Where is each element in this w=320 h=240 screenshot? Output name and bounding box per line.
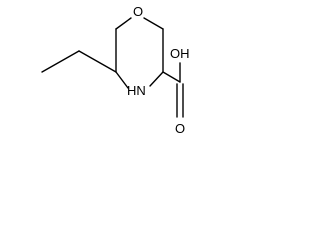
bond-n4-c3	[115, 71, 129, 89]
bond-c5-n4	[149, 71, 164, 87]
ring-oxygen-label: O	[133, 4, 143, 19]
bond-ethyl-ch2-ch3	[41, 50, 80, 73]
bond-c5-carboxyl-c	[162, 71, 181, 83]
bond-c3-ethyl-ch2	[78, 50, 117, 73]
hydroxyl-label: OH	[170, 46, 190, 61]
bond-o1-c6	[143, 17, 164, 30]
carbonyl-oxygen-label: O	[175, 121, 185, 136]
chemical-structure-diagram: O HN OH O	[41, 4, 190, 136]
ring-nitrogen-label: HN	[127, 83, 146, 98]
bond-c2-o1	[115, 17, 132, 30]
